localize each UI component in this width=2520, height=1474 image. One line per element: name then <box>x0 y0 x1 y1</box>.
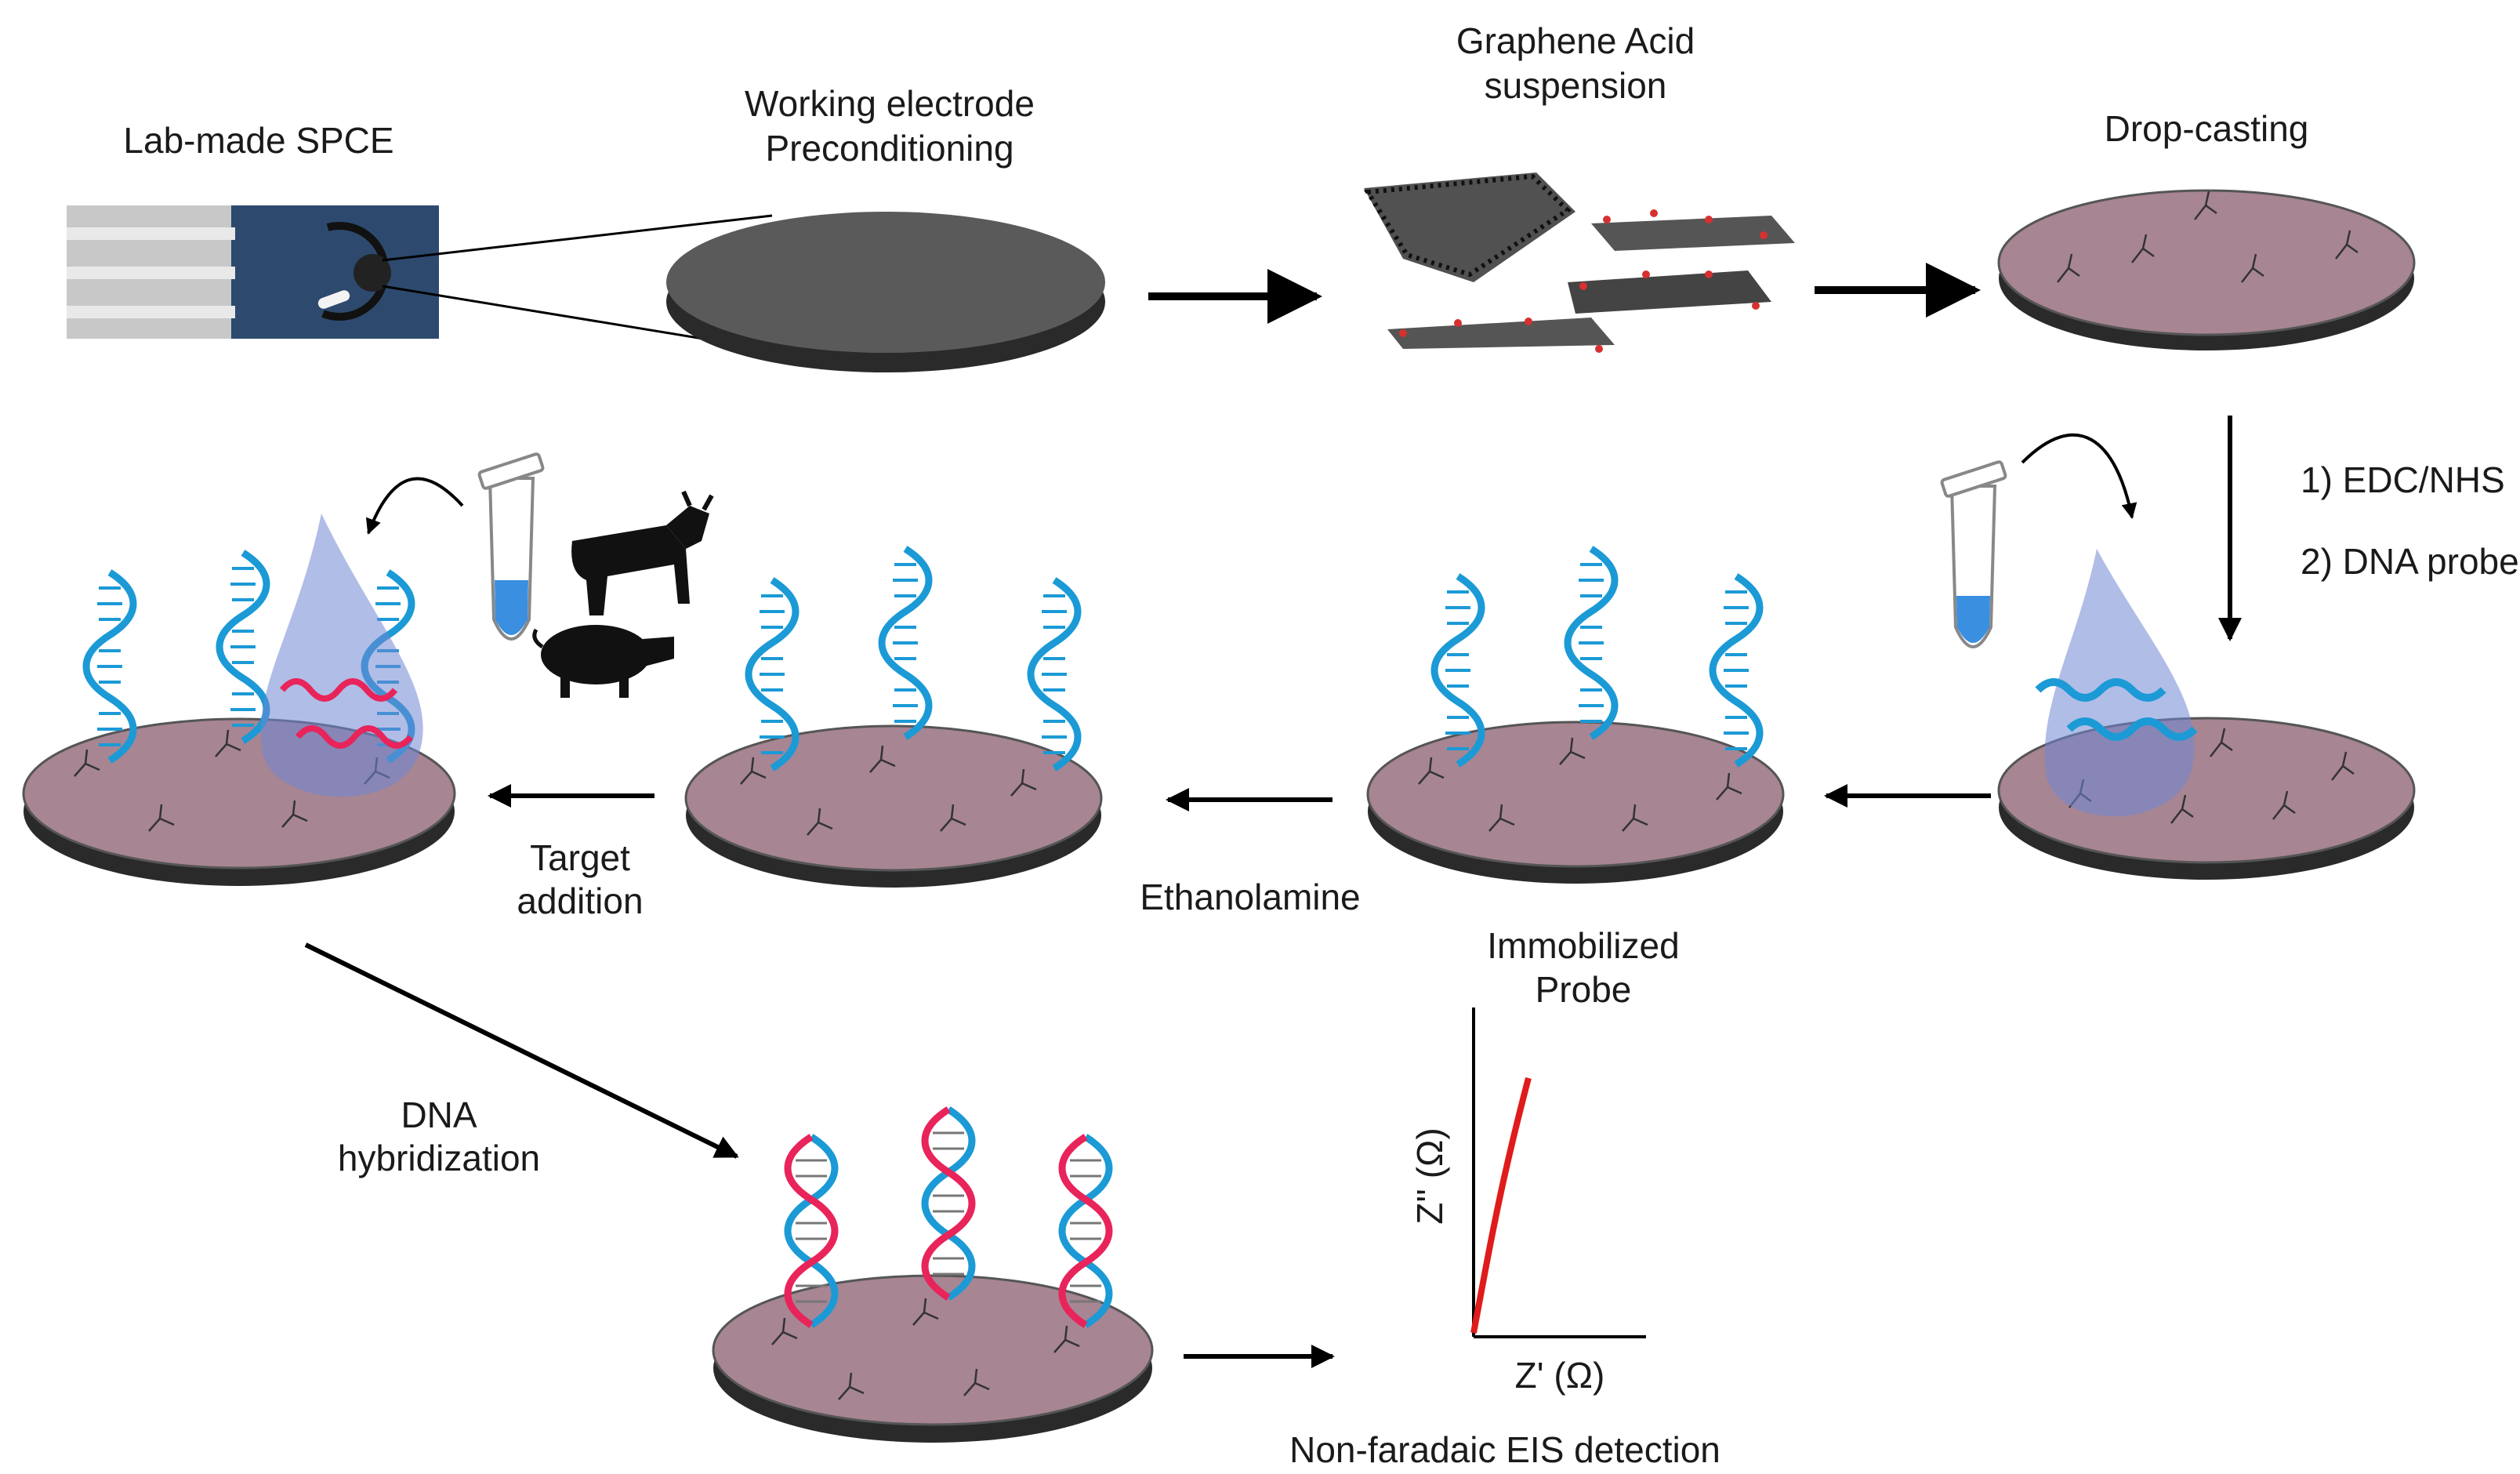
drop-cast-disk <box>1997 189 2416 350</box>
label-eis: Non-faradaic EIS detection <box>1289 1429 1720 1470</box>
impedance-curve <box>1470 1076 1532 1334</box>
plot-ylabel: Z'' (Ω) <box>1409 1127 1450 1224</box>
label-ga-1: Graphene Acid <box>1456 20 1695 61</box>
disk-target-addition <box>22 514 456 886</box>
zoom-line-top <box>382 214 773 262</box>
label-step2: 2) DNA probe <box>2301 541 2519 582</box>
label-drop: Drop-casting <box>2105 108 2309 149</box>
pig-icon <box>532 625 674 698</box>
label-ethanolamine: Ethanolamine <box>1140 877 1360 917</box>
eppendorf-tube-icon <box>1940 460 2007 648</box>
disk-hybridized <box>712 1109 1154 1443</box>
label-step1: 1) EDC/NHS <box>2301 459 2505 500</box>
cow-icon <box>571 490 714 615</box>
label-hyb-2: hybridization <box>338 1138 540 1178</box>
graphene-acid-sheets <box>1363 172 1795 353</box>
label-target-1: Target <box>530 837 630 878</box>
spce-strip <box>67 205 439 339</box>
label-imm-1: Immobilized <box>1487 925 1679 966</box>
label-ga-2: suspension <box>1485 65 1667 106</box>
curve-arrow-left <box>365 477 464 535</box>
eppendorf-tube-icon <box>477 452 545 641</box>
plot-xlabel: Z' (Ω) <box>1515 1355 1605 1396</box>
working-electrode-disk <box>666 212 1105 372</box>
disk-ethanolamine <box>684 549 1103 888</box>
label-target-2: addition <box>517 880 643 921</box>
curve-arrow-right <box>2021 433 2137 519</box>
arrow-7 <box>304 942 739 1159</box>
disk-immobilized-probe <box>1366 549 1785 884</box>
label-spce: Lab-made SPCE <box>123 120 393 161</box>
label-imm-2: Probe <box>1536 969 1632 1010</box>
label-we-1: Working electrode <box>745 83 1035 124</box>
label-hyb-1: DNA <box>401 1095 477 1135</box>
label-we-2: Preconditioning <box>765 128 1013 169</box>
disk-probe-incubation <box>1997 549 2416 880</box>
nyquist-plot: Z'' (Ω) Z' (Ω) <box>1409 1007 1646 1396</box>
